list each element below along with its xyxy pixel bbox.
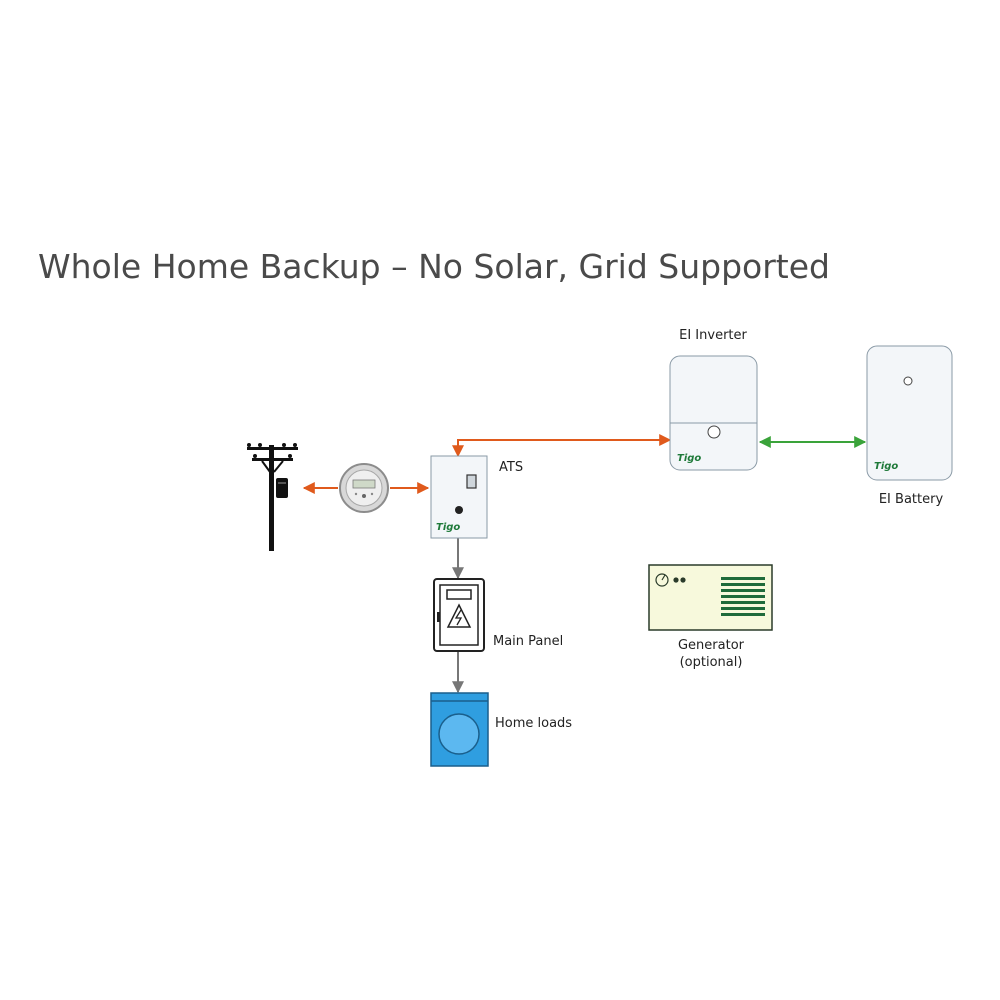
ats-brand-logo: Tigo: [436, 522, 460, 533]
main-panel-label: Main Panel: [493, 634, 563, 649]
inverter-brand-logo: Tigo: [677, 453, 701, 464]
connections: [302, 434, 867, 694]
home-loads-icon: [430, 692, 489, 767]
battery-icon: Tigo: [866, 345, 953, 481]
battery-label: EI Battery: [879, 492, 944, 507]
generator-icon: [648, 564, 773, 631]
generator-optional-label: (optional): [680, 655, 743, 670]
inverter-icon: Tigo: [669, 355, 758, 471]
generator-label: Generator: [678, 638, 745, 653]
battery-brand-logo: Tigo: [874, 461, 898, 472]
electrical-panel-icon: [433, 578, 485, 652]
ats-label: ATS: [499, 460, 523, 475]
home-loads-label: Home loads: [495, 716, 572, 731]
page-title: Whole Home Backup – No Solar, Grid Suppo…: [38, 247, 830, 286]
utility-pole-icon: [247, 443, 298, 551]
ats-inverter-link: [452, 434, 672, 458]
electric-meter-icon: [339, 463, 389, 513]
transfer-switch-icon: [430, 455, 488, 539]
ats-box: Tigo: [430, 455, 488, 539]
inverter-label: EI Inverter: [679, 328, 747, 343]
